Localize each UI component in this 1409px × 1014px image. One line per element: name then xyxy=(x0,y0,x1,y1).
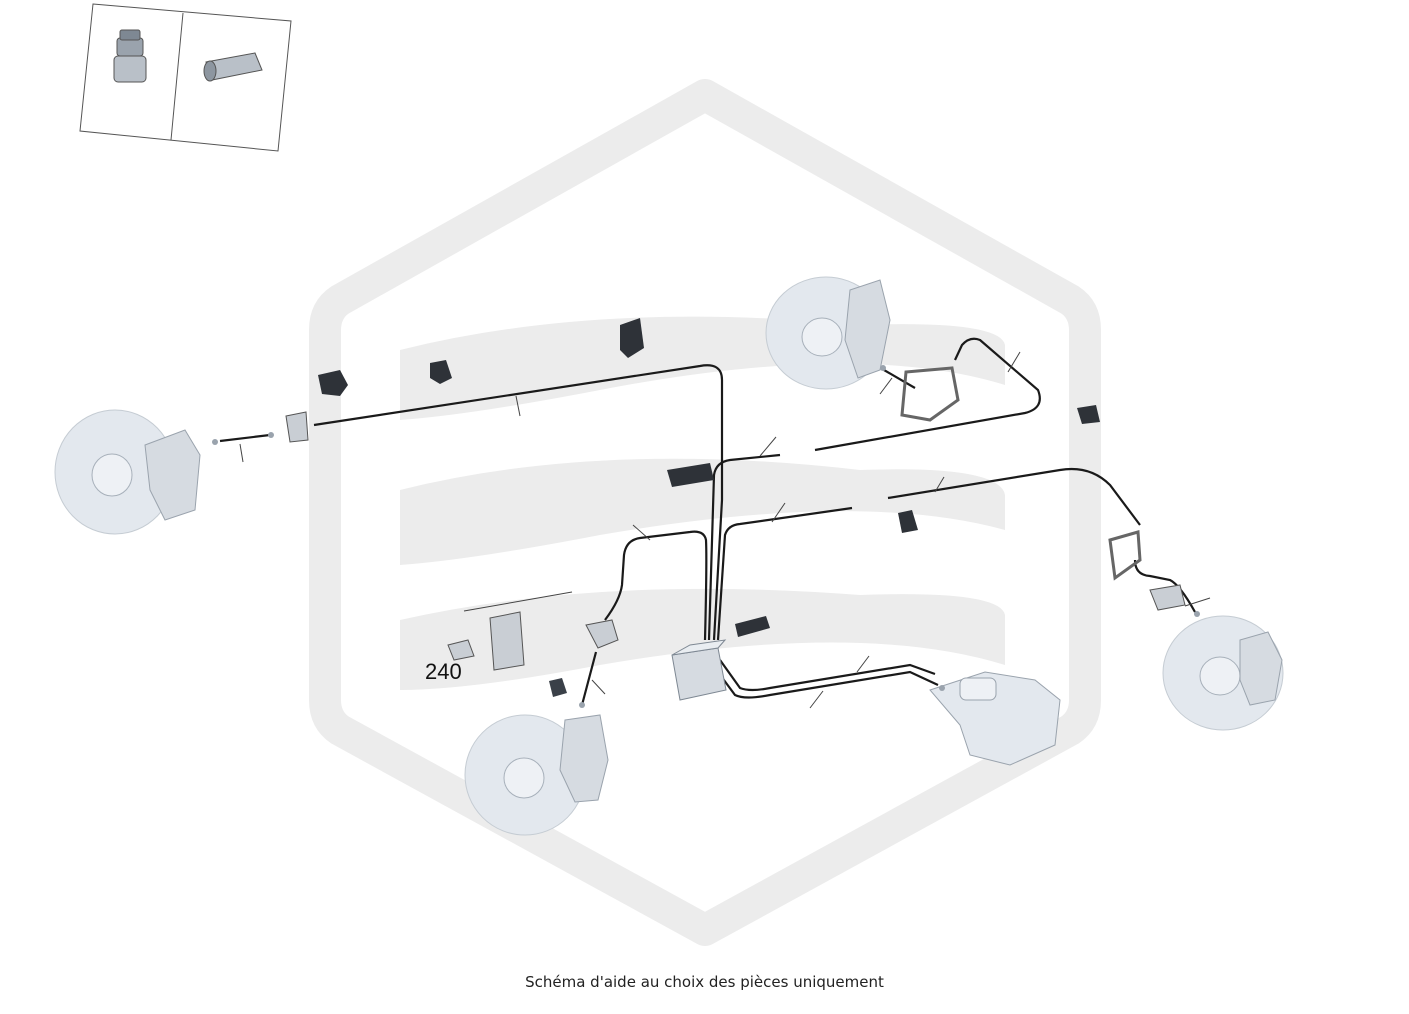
bracket-icon[interactable] xyxy=(900,366,960,422)
line-clip-icon[interactable] xyxy=(318,370,348,396)
line-clip-icon[interactable] xyxy=(430,360,452,384)
master-cylinder-icon[interactable] xyxy=(929,671,1061,766)
diagram-caption: Schéma d'aide au choix des pièces unique… xyxy=(525,973,884,991)
line-clip-icon[interactable] xyxy=(735,616,770,637)
brake-caliper-icon[interactable] xyxy=(144,429,201,521)
bracket-icon[interactable] xyxy=(1108,530,1142,581)
brake-lines xyxy=(219,337,1196,706)
line-clip-icon[interactable] xyxy=(620,318,644,358)
brake-disc-icon[interactable] xyxy=(464,714,586,836)
abs-unit-icon[interactable] xyxy=(671,639,727,701)
bracket-icon[interactable] xyxy=(585,619,619,649)
line-clip-icon[interactable] xyxy=(667,463,714,487)
brake-caliper-icon[interactable] xyxy=(844,279,891,379)
line-clip-icon[interactable] xyxy=(898,510,918,533)
brake-disc-icon[interactable] xyxy=(54,409,176,535)
inset-parts-box xyxy=(79,3,292,152)
line-clip-icon[interactable] xyxy=(1077,405,1100,424)
watermark-logo xyxy=(309,79,1101,946)
part-callout-label: 240 xyxy=(425,659,462,684)
brake-caliper-icon[interactable] xyxy=(559,714,609,803)
union-fitting-icon[interactable] xyxy=(212,365,1200,708)
union-fitting-icon[interactable] xyxy=(113,29,147,83)
bracket-icon[interactable] xyxy=(1149,584,1186,611)
bracket-icon[interactable] xyxy=(285,411,309,443)
line-clip-icon[interactable] xyxy=(549,678,567,697)
brake-caliper-icon[interactable] xyxy=(1239,631,1283,706)
leader-lines xyxy=(239,351,1211,709)
bracket-icon[interactable] xyxy=(447,639,475,661)
hex-connector-icon[interactable] xyxy=(203,52,263,82)
bracket-icon[interactable] xyxy=(489,611,525,671)
